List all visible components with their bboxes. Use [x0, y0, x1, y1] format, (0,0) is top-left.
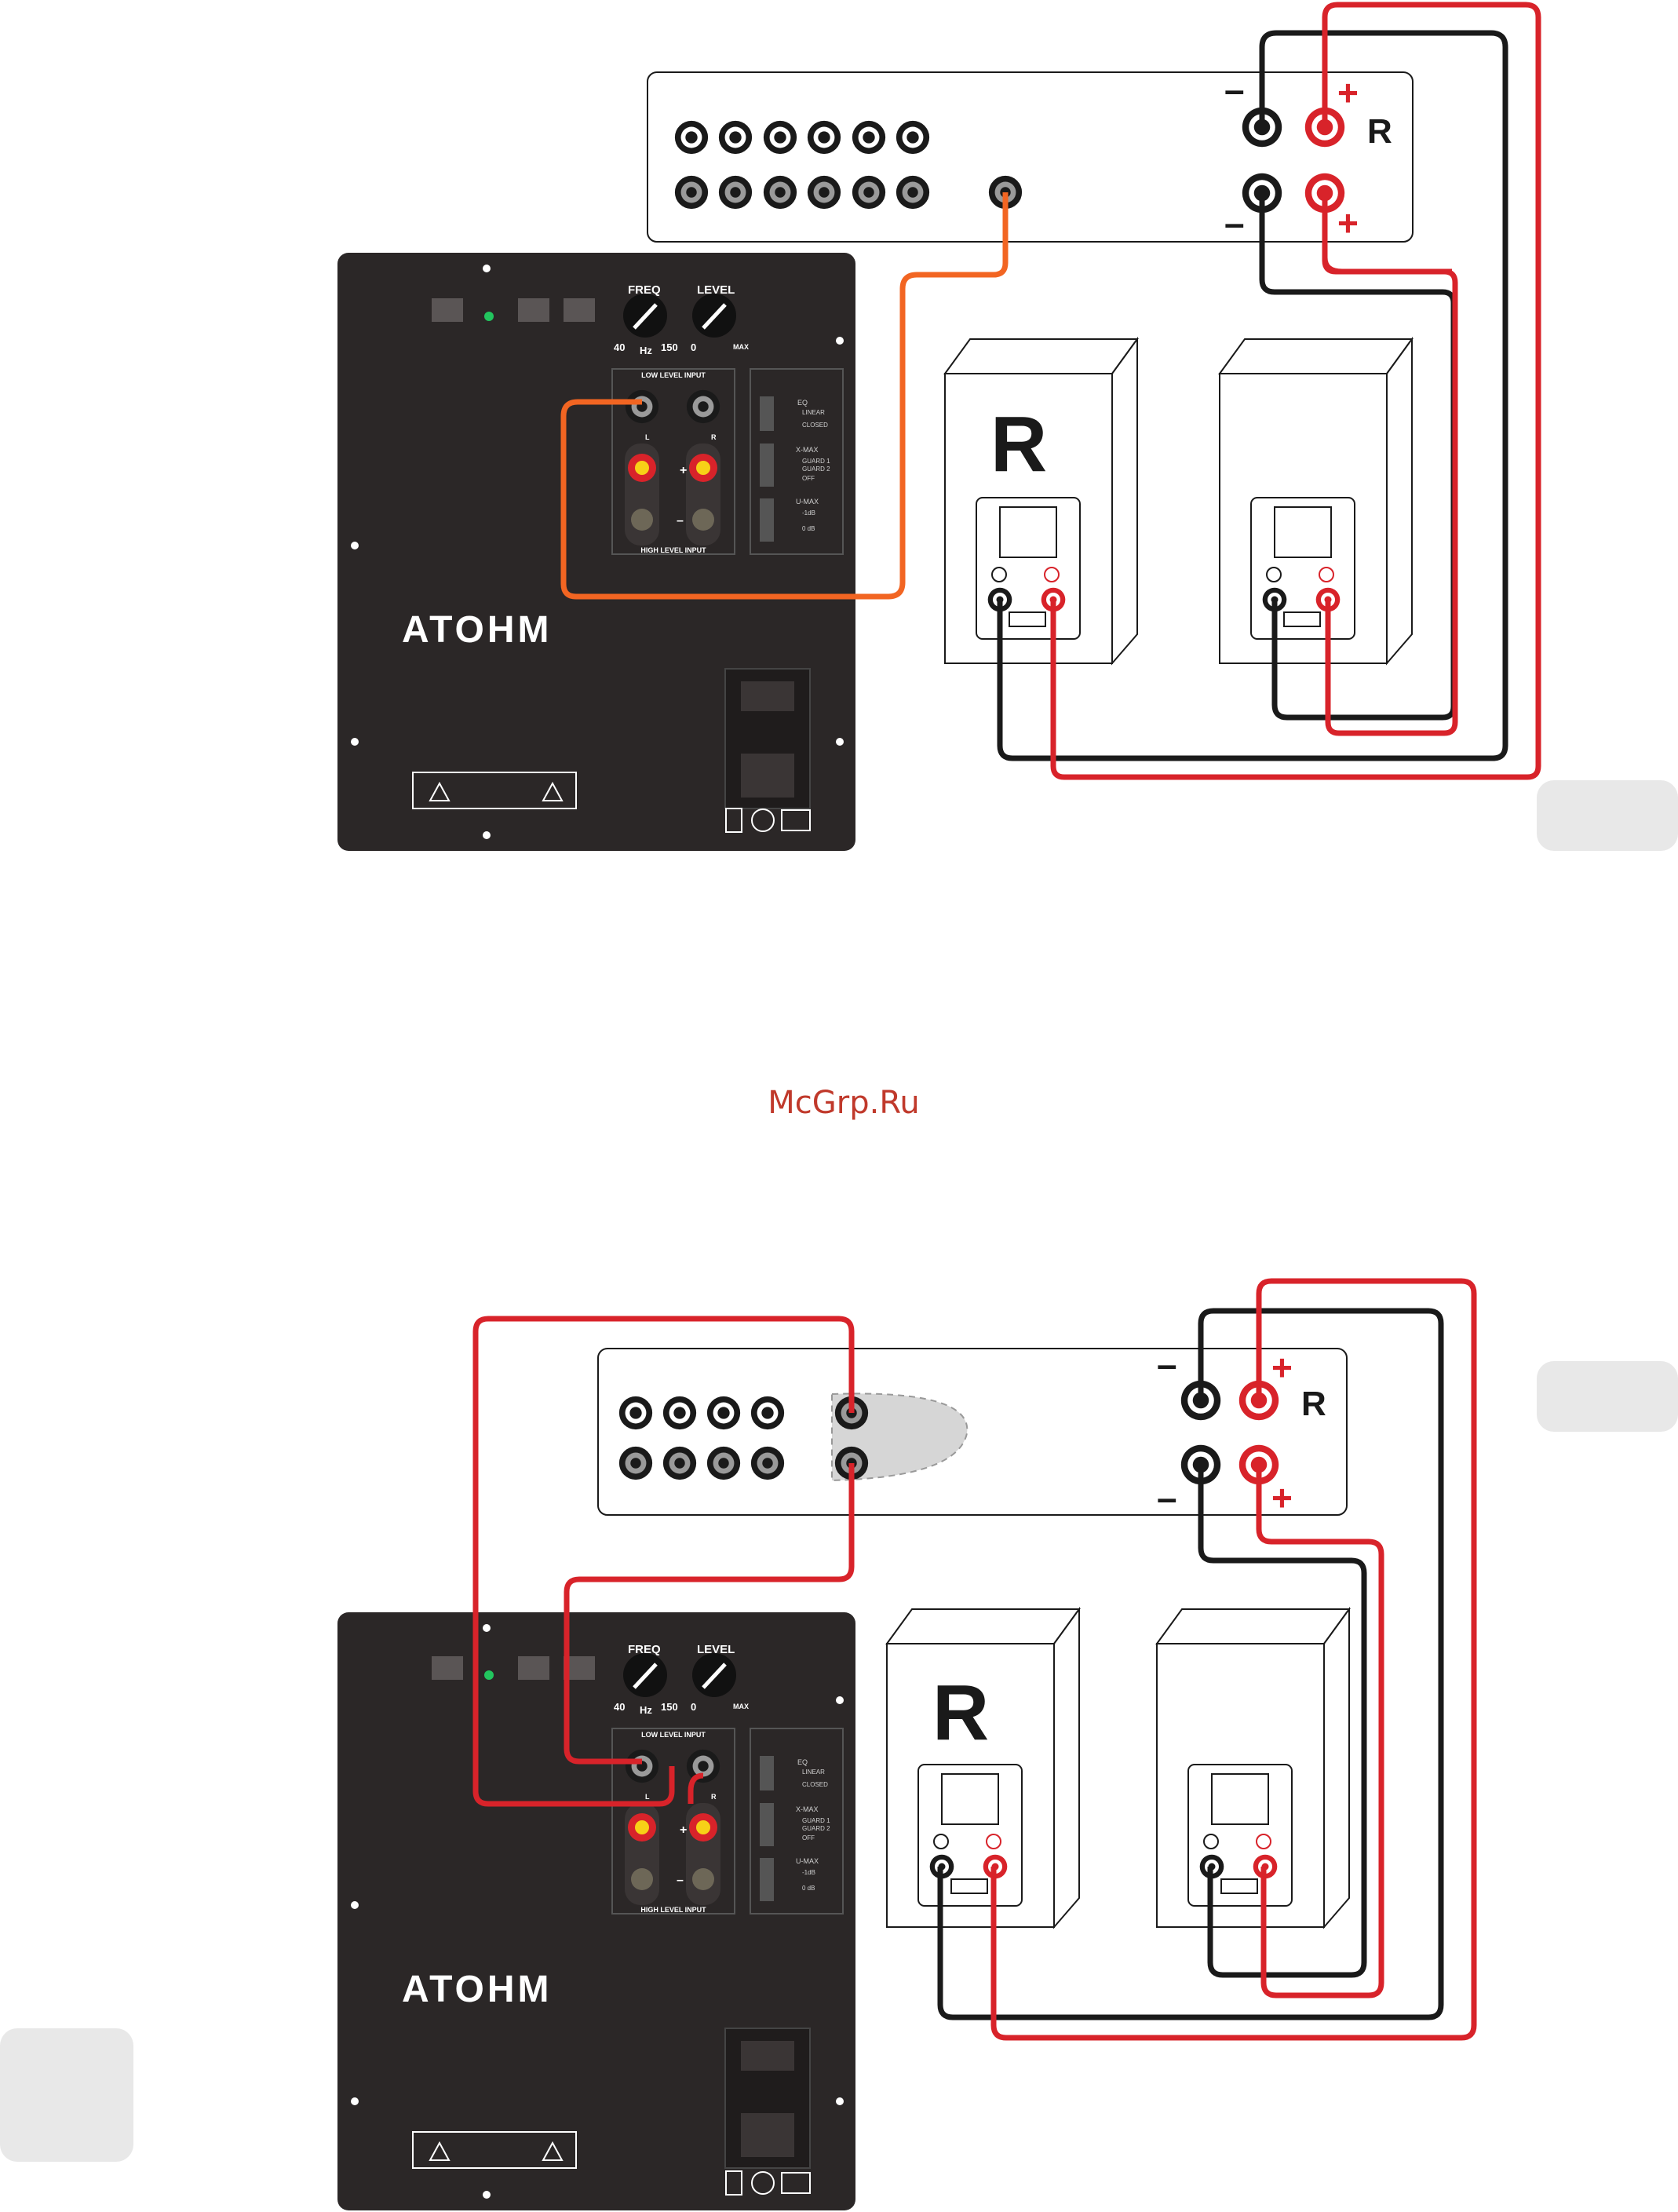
freq-max: 150 [661, 341, 678, 353]
amplifier-body [647, 72, 1413, 242]
speaker-left-1: R [945, 339, 1137, 663]
amp-minus-label-top: – [1224, 69, 1245, 110]
sub-rca-l [626, 1750, 658, 1783]
switch-icon [432, 1656, 463, 1680]
amp-plus-label-bottom: + [1271, 1477, 1293, 1518]
amp-minus-label-top: – [1157, 1344, 1177, 1385]
amp-channel-label: R [1367, 112, 1392, 151]
xmax-option: GUARD 1 [802, 1817, 830, 1824]
sub-r-label: R [711, 1793, 717, 1801]
speaker-terminal-plate [1188, 1765, 1292, 1906]
amp-minus-label-bottom: – [1157, 1477, 1177, 1518]
sub-rca-r [687, 390, 720, 423]
diagram-1: – + R – + FREQ LEVEL 40 Hz 150 0 MAX [337, 5, 1678, 851]
umax-option: 0 dB [802, 525, 815, 532]
freq-unit: Hz [640, 1704, 652, 1716]
xmax-option: OFF [802, 1834, 815, 1842]
level-min: 0 [691, 341, 696, 353]
diagram-2: – + R – + FREQ LEVEL 40 Hz 150 0 MAX LOW… [0, 1281, 1678, 2210]
xmax-option: GUARD 1 [802, 458, 830, 465]
speaker-right-1 [1220, 339, 1412, 663]
umax-label: U-MAX [796, 1857, 819, 1865]
page-tab-marker [0, 2028, 133, 2162]
fuse-holder-icon [741, 2041, 794, 2071]
xmax-option: GUARD 2 [802, 465, 830, 473]
umax-label: U-MAX [796, 498, 819, 506]
umax-option: -1dB [802, 1869, 815, 1876]
sub-plus-label: + [680, 464, 687, 477]
low-level-input-label: LOW LEVEL INPUT [641, 371, 706, 379]
xmax-option: OFF [802, 475, 815, 482]
iec-socket-icon [741, 754, 794, 798]
switch-icon [518, 298, 549, 322]
sub-minus-label: – [677, 514, 684, 527]
fuse-holder-icon [741, 681, 794, 711]
sub-high-r-minus [692, 1868, 714, 1890]
sub-rca-l [626, 390, 658, 423]
amp-plus-label-top: + [1337, 72, 1359, 113]
freq-unit: Hz [640, 345, 652, 356]
xmax-option: GUARD 2 [802, 1825, 830, 1832]
eq-label: EQ [797, 399, 808, 407]
brand-logo-text: ATOHM [402, 609, 553, 651]
switch-icon [564, 298, 595, 322]
page-tab-marker [1537, 780, 1678, 851]
level-max: MAX [733, 1703, 749, 1710]
sub-plus-label: + [680, 1823, 687, 1837]
amp-channel-label: R [1301, 1385, 1326, 1423]
amp-plus-label-bottom: + [1337, 203, 1359, 243]
umax-option: -1dB [802, 509, 815, 516]
speaker-terminal-plate [976, 498, 1080, 639]
sub-high-l-minus [631, 1868, 653, 1890]
level-min: 0 [691, 1701, 696, 1713]
subwoofer-plate-2: FREQ LEVEL 40 Hz 150 0 MAX LOW LEVEL INP… [337, 1612, 855, 2210]
freq-min: 40 [614, 1701, 625, 1713]
eq-option: LINEAR [802, 1769, 825, 1776]
amplifier-2: – + R – + [598, 1344, 1347, 1518]
high-level-input-label: HIGH LEVEL INPUT [640, 1906, 706, 1914]
speaker-right-2 [1157, 1609, 1349, 1927]
power-led [484, 312, 494, 321]
xmax-label: X-MAX [796, 446, 819, 454]
amp-minus-label-bottom: – [1224, 203, 1245, 243]
sub-high-r-minus [692, 509, 714, 531]
sub-minus-label: – [677, 1874, 684, 1887]
eq-label: EQ [797, 1758, 808, 1766]
sub-l-label: L [645, 1793, 650, 1801]
sub-high-l-minus [631, 509, 653, 531]
sub-r-label: R [711, 433, 717, 441]
speaker-label: R [932, 1669, 989, 1757]
amplifier-body [598, 1349, 1347, 1515]
speaker-terminal-plate [1251, 498, 1355, 639]
switch-icon [518, 1656, 549, 1680]
eq-option: LINEAR [802, 409, 825, 416]
freq-min: 40 [614, 341, 625, 353]
power-led [484, 1670, 494, 1680]
brand-logo-text: ATOHM [402, 1969, 553, 2010]
freq-max: 150 [661, 1701, 678, 1713]
xmax-label: X-MAX [796, 1805, 819, 1813]
eq-option: CLOSED [802, 1781, 828, 1788]
speaker-left-2: R [887, 1609, 1079, 1927]
low-level-input-label: LOW LEVEL INPUT [641, 1731, 706, 1739]
eq-option: CLOSED [802, 422, 828, 429]
speaker-label: R [990, 400, 1047, 488]
subwoofer-plate-1: FREQ LEVEL 40 Hz 150 0 MAX LOW LEVEL INP… [337, 253, 855, 851]
watermark: McGrp.Ru [768, 1085, 919, 1121]
iec-socket-icon [741, 2113, 794, 2157]
page-tab-marker [1537, 1361, 1678, 1432]
switch-icon [432, 298, 463, 322]
level-max: MAX [733, 343, 749, 351]
high-level-input-label: HIGH LEVEL INPUT [640, 546, 706, 554]
speaker-terminal-plate [918, 1765, 1022, 1906]
umax-option: 0 dB [802, 1885, 815, 1892]
sub-l-label: L [645, 433, 650, 441]
amplifier-1: – + R – + [647, 69, 1413, 243]
amp-plus-label-top: + [1271, 1347, 1293, 1388]
